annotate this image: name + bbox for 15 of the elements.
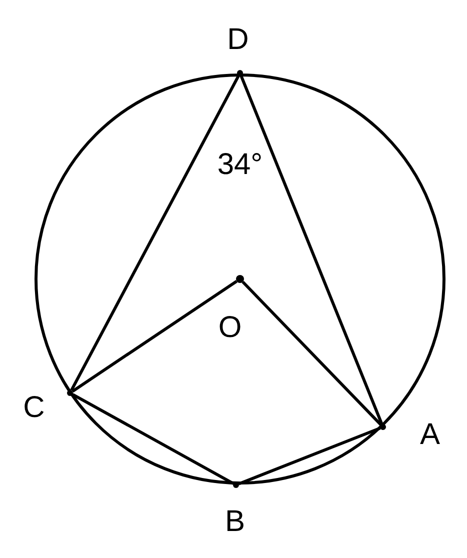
line-segment (238, 426, 381, 486)
line-segment (70, 74, 240, 392)
line-segment (242, 280, 382, 426)
point-label: A (420, 420, 440, 450)
vertex-point (237, 70, 243, 76)
line-segment (72, 280, 238, 393)
point-label: O (218, 313, 242, 343)
line-segment (240, 75, 384, 425)
center-dot (236, 275, 244, 283)
vertex-point (67, 390, 73, 396)
point-label: D (227, 25, 249, 55)
line-segment (72, 393, 234, 485)
point-label: C (23, 393, 45, 423)
point-label: B (225, 507, 245, 537)
angle-label: 34° (217, 150, 263, 180)
